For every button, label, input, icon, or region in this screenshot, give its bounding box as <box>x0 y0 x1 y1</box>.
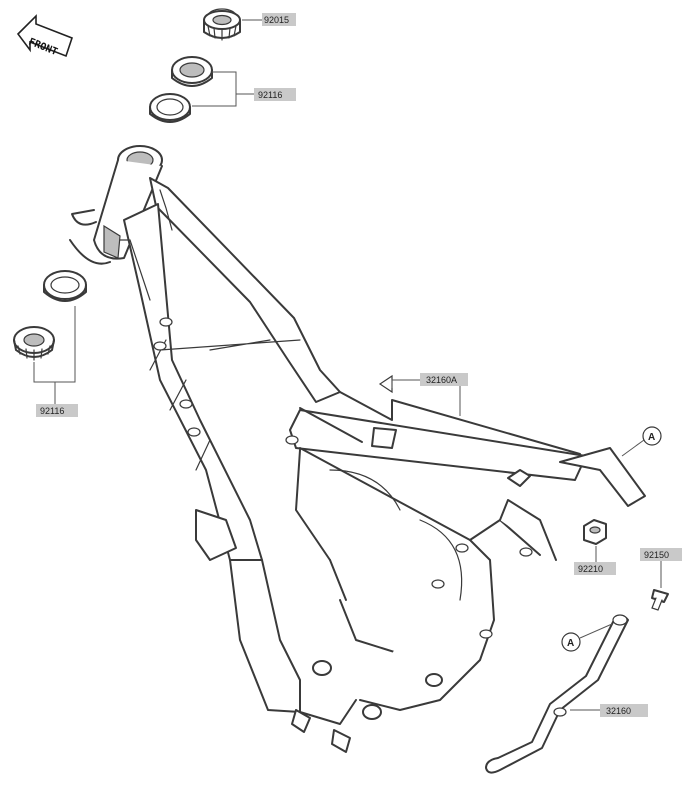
nut-part-number: 92210 <box>578 564 603 574</box>
stem-nut-tag-bg <box>262 13 296 26</box>
bolt-drawing <box>651 589 669 611</box>
upper-bearing-part-number: 92116 <box>258 90 282 100</box>
ref-a-1-marker <box>642 426 662 446</box>
nut-drawing <box>583 519 607 545</box>
ref-a-1-label: A <box>648 432 655 443</box>
stem-nut-drawing <box>203 8 241 41</box>
lower-bearing-tag-bg <box>36 404 78 417</box>
stem-nut-part-number: 92015 <box>264 15 289 25</box>
frame-part-number: 32160A <box>426 375 457 385</box>
stand-drawing <box>485 614 629 774</box>
ref-a-1-leader <box>621 439 645 457</box>
front-arrow-icon <box>16 14 73 58</box>
nut-tag-bg <box>574 562 616 575</box>
upper-bearing-tag-bg <box>254 88 296 101</box>
upper-bearing-leader <box>192 71 254 107</box>
bolt-part-number: 92150 <box>644 550 669 560</box>
frame-tag-bg <box>420 373 468 386</box>
lower-bearing-drawing <box>13 270 87 361</box>
bolt-tag-bg <box>640 548 682 561</box>
ref-a-2-marker <box>561 632 581 652</box>
ref-a-2-leader <box>579 623 613 639</box>
stand-tag-bg <box>600 704 648 717</box>
ref-a-2-label: A <box>567 638 574 649</box>
stand-part-number: 32160 <box>606 706 631 716</box>
frame-drawing <box>69 145 646 753</box>
lower-bearing-leader <box>33 306 76 404</box>
upper-bearing-drawing <box>149 56 213 123</box>
lower-bearing-part-number: 92116 <box>40 406 64 416</box>
